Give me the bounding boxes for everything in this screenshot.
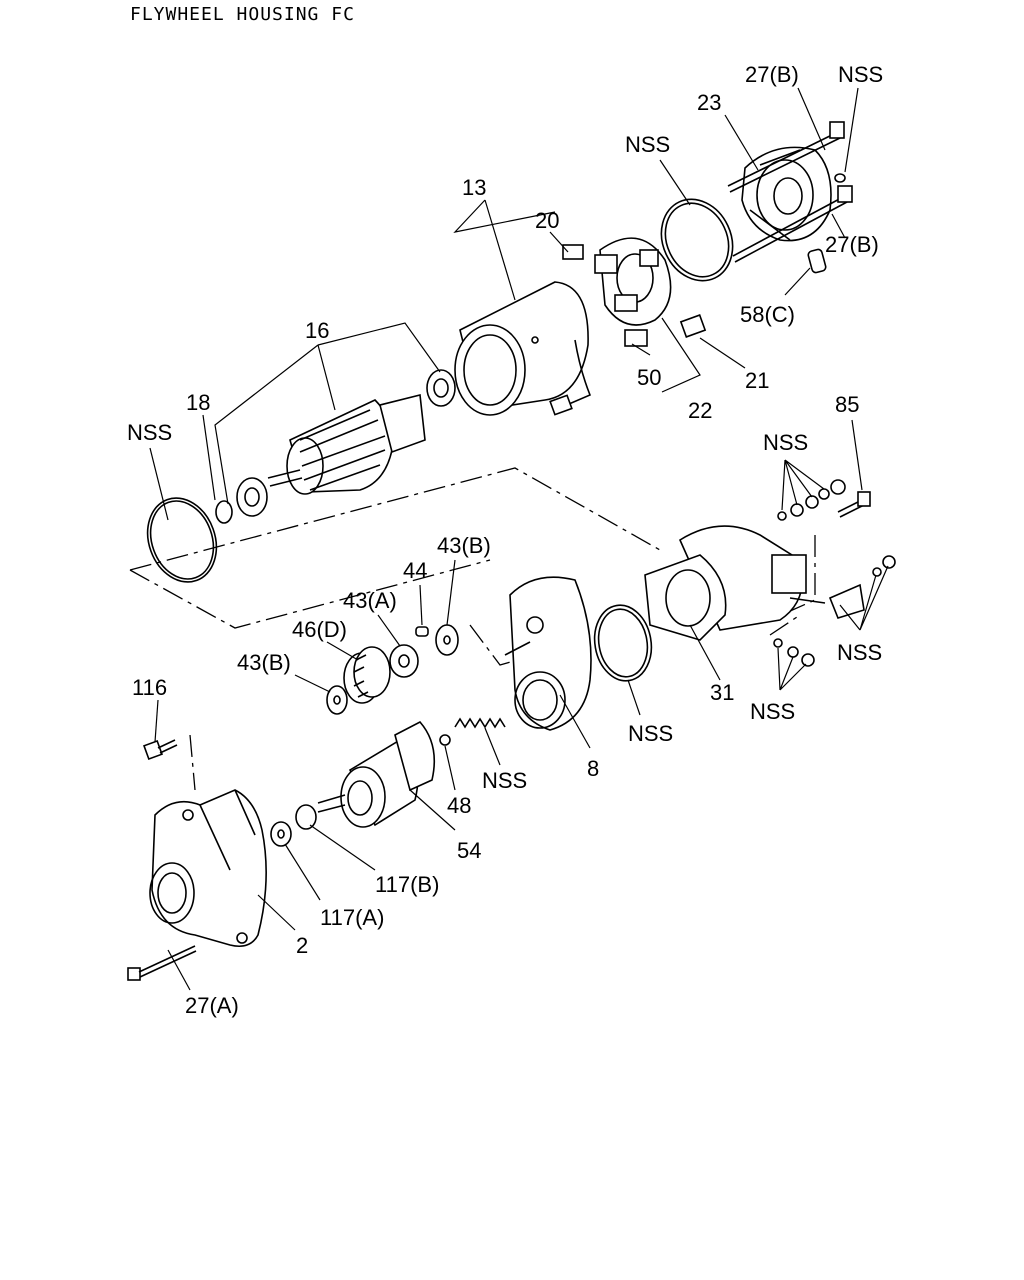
pinion-clutch-54: [317, 720, 436, 828]
bolt-85: [837, 491, 871, 518]
label-46d: 46(D): [292, 617, 347, 642]
cover-oring: [660, 198, 734, 282]
front-housing-part: [149, 789, 267, 948]
label-43b-left: 43(B): [237, 650, 291, 675]
washer-small-nss: [834, 173, 846, 183]
label-58c: 58(C): [740, 302, 795, 327]
label-48: 48: [447, 793, 471, 818]
label-8: 8: [587, 756, 599, 781]
label-2: 2: [296, 933, 308, 958]
label-43b-right: 43(B): [437, 533, 491, 558]
solenoid-oring: [593, 604, 653, 682]
brush-50: [624, 329, 648, 347]
bolt-116: [143, 739, 178, 760]
armature-part: [267, 394, 426, 495]
through-bolt-lower: [732, 185, 853, 263]
callout-labels: 27(B) NSS 23 NSS 13 20 27(B) 58(C) 16 21…: [127, 62, 883, 1018]
oring-left-nss: [146, 497, 218, 583]
gear-housing-part: [504, 576, 592, 731]
diagram-title: FLYWHEEL HOUSING FC: [130, 4, 355, 25]
nuts-washers-upper: [777, 479, 846, 521]
bearing-front: [426, 369, 456, 407]
label-22: 22: [688, 398, 712, 423]
washer-117b: [295, 804, 317, 830]
spring-nss: [454, 717, 506, 729]
pin-44: [415, 626, 429, 637]
washer-43b-right: [435, 624, 459, 656]
label-13: 13: [462, 175, 486, 200]
bearing-rear: [236, 477, 268, 517]
label-nss-bolts: NSS: [763, 430, 808, 455]
label-nss-right: NSS: [837, 640, 882, 665]
terminal-bracket: [828, 555, 896, 619]
washer-18: [215, 500, 233, 524]
label-31: 31: [710, 680, 734, 705]
brush-21: [679, 314, 707, 338]
through-bolt-upper: [727, 121, 845, 193]
label-18: 18: [186, 390, 210, 415]
label-nss-oring: NSS: [628, 721, 673, 746]
label-85: 85: [835, 392, 859, 417]
label-21: 21: [745, 368, 769, 393]
label-nss-nuts: NSS: [750, 699, 795, 724]
label-nss-spring: NSS: [482, 768, 527, 793]
nuts-washers-lower: [773, 638, 815, 667]
gear-43a: [389, 644, 419, 678]
washer-117a: [270, 821, 292, 847]
label-16: 16: [305, 318, 329, 343]
label-20: 20: [535, 208, 559, 233]
label-nss-top: NSS: [838, 62, 883, 87]
label-54: 54: [457, 838, 481, 863]
yoke-part: [454, 281, 592, 416]
leader-lines: [149, 87, 889, 991]
plug-part: [807, 248, 827, 274]
brush-holder-part: [594, 237, 672, 326]
label-44: 44: [403, 558, 427, 583]
label-nss-ring: NSS: [625, 132, 670, 157]
label-23: 23: [697, 90, 721, 115]
brush-20: [562, 244, 584, 260]
label-27a: 27(A): [185, 993, 239, 1018]
ball-48: [439, 734, 451, 746]
label-43a: 43(A): [343, 588, 397, 613]
assembly-outline: [129, 467, 816, 791]
label-nss-left: NSS: [127, 420, 172, 445]
label-116: 116: [132, 675, 167, 700]
label-117a: 117(A): [320, 905, 384, 930]
label-50: 50: [637, 365, 661, 390]
solenoid-part: [644, 525, 826, 641]
gear-46d: [343, 646, 391, 704]
label-27b-top: 27(B): [745, 62, 799, 87]
label-27b-mid: 27(B): [825, 232, 879, 257]
bolt-27a: [127, 945, 197, 981]
rear-cover-part: [741, 146, 832, 242]
washer-43b-left: [326, 685, 348, 715]
label-117b: 117(B): [375, 872, 439, 897]
